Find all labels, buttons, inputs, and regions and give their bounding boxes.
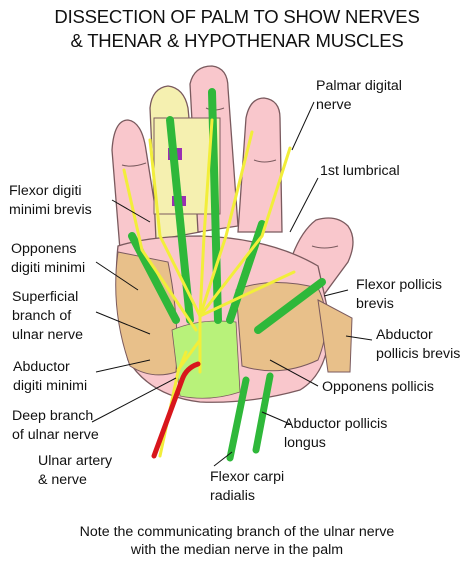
label-abductor-digiti-minimi: Abductor digiti minimi (13, 359, 88, 394)
label-abductor-pollicis-longus: Abductor pollicis longus (284, 416, 388, 451)
little-finger (111, 119, 161, 251)
finger-creases (121, 107, 339, 249)
label-opponens-pollicis: Opponens pollicis (322, 379, 434, 395)
label-opponens-digiti-minimi: Opponens digiti minimi (11, 241, 86, 276)
diagram-title-line-2: & THENAR & HYPOTHENAR MUSCLES (70, 30, 404, 51)
thenar-muscles (235, 282, 327, 372)
label-flexor-digiti-minimi-brevis: Flexor digiti minimi brevis (9, 183, 92, 218)
label-deep-branch-ulnar-nerve: Deep branch of ulnar nerve (12, 408, 99, 443)
leader-lines (91, 101, 373, 467)
wrist-tendons (226, 372, 274, 462)
flexor-tendons (128, 88, 326, 334)
index-finger (237, 97, 283, 233)
note-line-1: Note the communicating branch of the uln… (79, 524, 395, 540)
label-first-lumbrical: 1st lumbrical (320, 163, 400, 179)
note-line-2: with the median nerve in the palm (130, 542, 344, 558)
label-superficial-branch-ulnar-nerve: Superficial branch of ulnar nerve (12, 289, 83, 343)
abductor-pollicis-brevis-muscle (317, 299, 353, 373)
hypothenar-muscles (115, 251, 178, 376)
label-ulnar-artery-nerve: Ulnar artery & nerve (38, 453, 113, 488)
ulnar-artery (151, 361, 201, 459)
diagram-title-line-1: DISSECTION OF PALM TO SHOW NERVES (54, 6, 420, 27)
label-palmar-digital-nerve: Palmar digital nerve (316, 78, 402, 113)
label-abductor-pollicis-brevis: Abductor pollicis brevis (376, 327, 461, 362)
label-flexor-carpi-radialis: Flexor carpi radialis (210, 469, 285, 504)
label-flexor-pollicis-brevis: Flexor pollicis brevis (356, 277, 442, 312)
